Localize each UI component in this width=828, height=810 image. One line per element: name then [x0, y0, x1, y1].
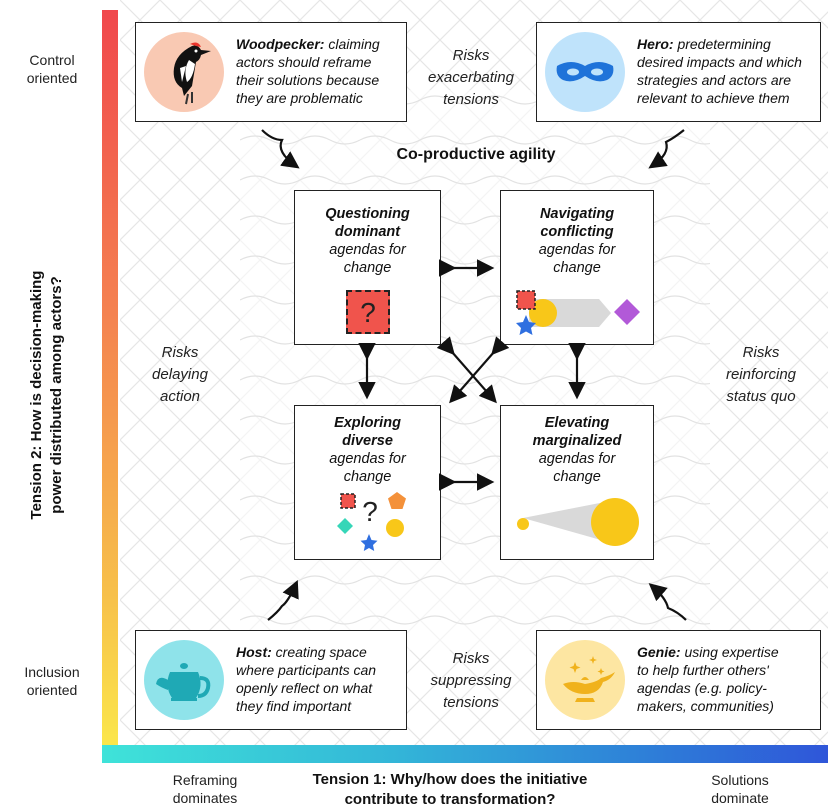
woodpecker-card: Woodpecker: claiming actors should refra… — [135, 22, 407, 122]
teapot-icon — [156, 663, 211, 701]
x-axis-right-label: Solutions dominate — [711, 772, 769, 806]
elevating-shapes — [517, 498, 639, 546]
genie-icon-bg — [545, 640, 625, 720]
exploring-question-mark: ? — [362, 496, 378, 527]
center-title: Co-productive agility — [396, 146, 556, 163]
navigating-shapes — [516, 290, 640, 335]
y-axis-top-label: Control oriented — [26, 52, 78, 86]
genie-card: Genie: using expertise to help further o… — [536, 630, 821, 730]
hero-icon-bg — [545, 32, 625, 112]
x-axis-title: Tension 1: Why/how does the initiative c… — [312, 771, 588, 808]
woodpecker-name: Woodpecker: — [236, 36, 325, 52]
hero-mask-icon — [556, 62, 614, 82]
quadrant-elevating: Elevating marginalized agendas for chang… — [500, 405, 654, 560]
woodpecker-icon — [173, 42, 211, 105]
host-name: Host: — [236, 644, 272, 660]
risk-right-text: Risks reinforcing status quo — [725, 344, 797, 405]
woodpecker-icon-bg — [144, 32, 224, 112]
hero-name: Hero: — [637, 36, 674, 52]
host-card: Host: creating space where participants … — [135, 630, 407, 730]
quadrant-questioning: Questioning dominant agendas for change … — [294, 190, 441, 345]
host-icon-bg — [144, 640, 224, 720]
horizontal-gradient-axis — [102, 745, 828, 763]
genie-lamp-icon — [563, 656, 615, 702]
red-square-question-mark: ? — [346, 290, 390, 334]
risk-top-text: Risks exacerbating tensions — [428, 47, 514, 108]
y-axis-bottom-label: Inclusion oriented — [24, 664, 80, 698]
vertical-gradient-axis — [102, 10, 118, 745]
hero-card: Hero: predetermining desired impacts and… — [536, 22, 821, 122]
risk-bottom-text: Risks suppressing tensions — [430, 650, 512, 711]
x-axis-left-label: Reframing dominates — [172, 772, 238, 806]
exploring-shapes — [337, 492, 406, 551]
genie-name: Genie: — [637, 644, 681, 660]
risk-left-text: Risks delaying action — [152, 344, 208, 405]
quadrant-navigating: Navigating conflicting agendas for chang… — [500, 190, 654, 345]
